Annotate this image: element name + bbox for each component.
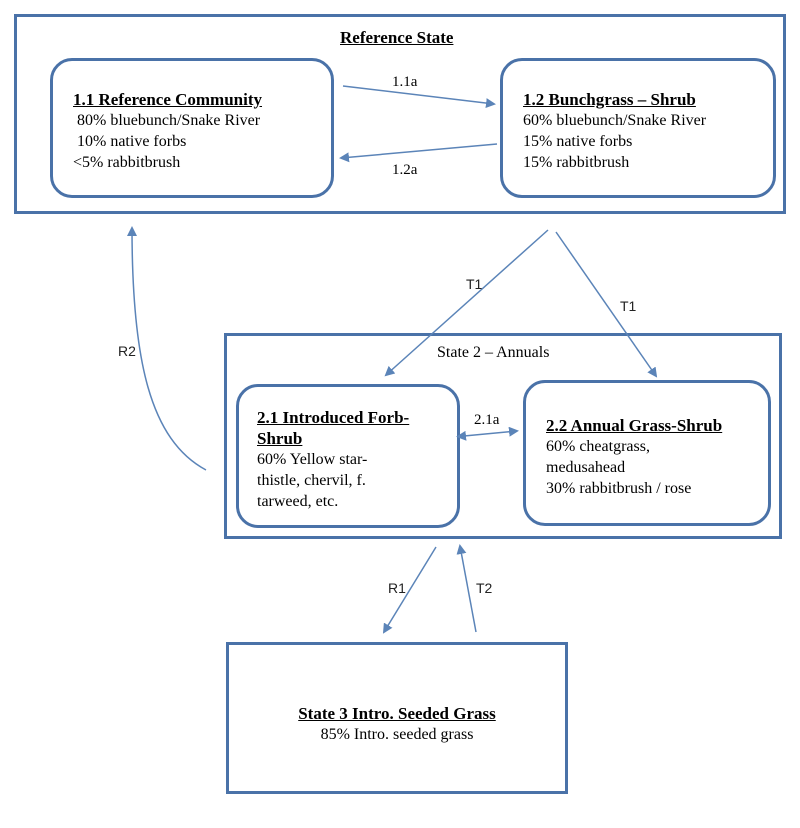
community-2-2-box: 2.2 Annual Grass-Shrub 60% cheatgrass, m… [523,380,771,526]
community-1-2-line: 15% native forbs [523,133,633,150]
community-2-1-title: Shrub [257,429,303,448]
community-1-1-line: 80% bluebunch/Snake River [73,112,261,129]
community-2-2-line: medusahead [546,459,626,476]
community-1-1-box: 1.1 Reference Community 80% bluebunch/Sn… [50,58,334,198]
label-t2: T2 [476,580,493,596]
community-2-2-line: 30% rabbitbrush / rose [546,480,692,497]
label-t1-left: T1 [466,276,483,292]
state-3-box: State 3 Intro. Seeded Grass 85% Intro. s… [226,642,568,794]
arrow-t1-right [555,231,658,378]
arrow-t1-left [384,229,549,377]
label-r2: R2 [118,343,136,359]
community-2-2-title: 2.2 Annual Grass-Shrub [546,416,723,435]
label-r1: R1 [388,580,406,596]
label-1-1a: 1.1a [392,74,418,90]
community-1-1-title: 1.1 Reference Community [73,90,263,109]
community-1-1-line: 10% native forbs [73,133,187,150]
arrow-r1 [382,546,437,634]
community-1-2-title: 1.2 Bunchgrass – Shrub [523,90,696,109]
label-t1-right: T1 [620,298,637,314]
arrow-2-1a [456,426,519,441]
arrow-1-1a [342,85,496,109]
community-2-2-line: 60% cheatgrass, [546,438,650,455]
state-3-title: State 3 Intro. Seeded Grass [298,704,496,723]
community-2-1-line: 60% Yellow star- [257,451,368,468]
state-2-title: State 2 – Annuals [437,344,550,361]
community-2-1-title: 2.1 Introduced Forb- [257,408,410,427]
community-1-1-line: <5% rabbitbrush [73,154,181,171]
reference-state-title: Reference State [340,28,454,47]
community-2-1-line: thistle, chervil, f. [257,472,366,489]
community-2-1-line: tarweed, etc. [257,493,339,510]
community-2-1-box: 2.1 Introduced Forb- Shrub 60% Yellow st… [236,384,460,528]
arrow-r2 [127,226,207,471]
community-1-2-line: 60% bluebunch/Snake River [523,112,707,129]
label-1-2a: 1.2a [392,162,418,178]
arrow-t2 [456,544,477,633]
arrow-1-2a [339,143,498,163]
label-2-1a: 2.1a [474,412,500,428]
state-3-line: 85% Intro. seeded grass [320,726,474,743]
community-1-2-line: 15% rabbitbrush [523,154,630,171]
community-1-2-box: 1.2 Bunchgrass – Shrub 60% bluebunch/Sna… [500,58,776,198]
